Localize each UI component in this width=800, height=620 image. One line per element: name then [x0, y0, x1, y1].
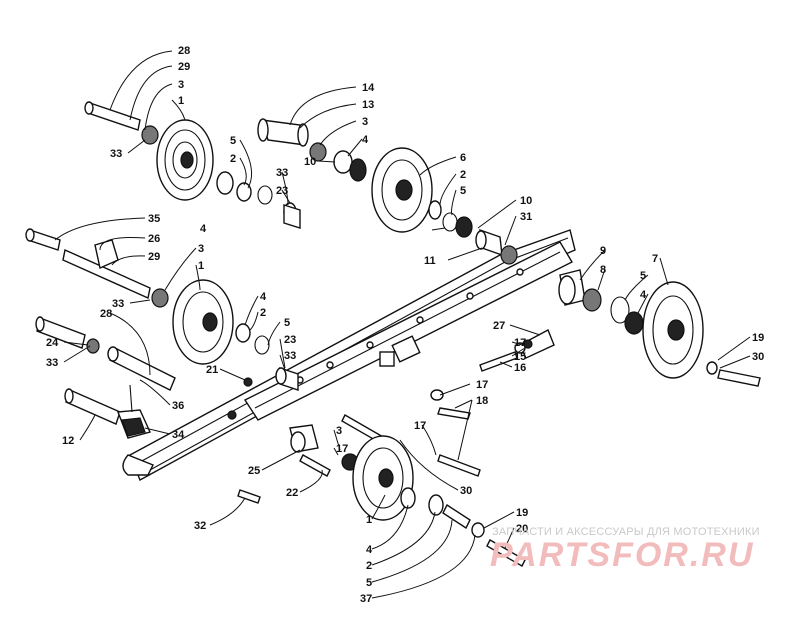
callout-label: 10 — [304, 156, 316, 168]
callout-label: 5 — [460, 185, 466, 197]
callout-label: 5 — [284, 317, 290, 329]
callout-label: 14 — [362, 82, 375, 94]
callout-label: 17 — [514, 337, 526, 349]
callout-label: 19 — [516, 507, 528, 519]
callout-label: 30 — [752, 351, 764, 363]
callout-label: 18 — [476, 395, 488, 407]
callout-label: 37 — [360, 593, 372, 605]
callout-label: 3 — [198, 243, 204, 255]
callout-label: 3 — [362, 116, 368, 128]
right-wheel-assembly — [558, 269, 761, 387]
lower-center-wheel-assembly — [237, 329, 555, 567]
callout-label: 23 — [276, 185, 288, 197]
callout-label: 22 — [286, 487, 298, 499]
callout-label: 29 — [148, 251, 160, 263]
callout-label: 8 — [600, 264, 606, 276]
callout-label: 24 — [46, 337, 59, 349]
callout-label: 34 — [172, 429, 185, 441]
callout-label: 3 — [336, 425, 342, 437]
callout-label: 5 — [640, 270, 646, 282]
callout-label: 17 — [414, 420, 426, 432]
callout-label: 16 — [514, 362, 526, 374]
callout-label: 2 — [366, 560, 372, 572]
callout-label: 9 — [600, 245, 606, 257]
callout-label: 27 — [493, 320, 505, 332]
callout-label: 31 — [520, 211, 532, 223]
callout-label: 30 — [460, 485, 472, 497]
callout-label: 2 — [260, 307, 266, 319]
callout-label: 35 — [148, 213, 160, 225]
callout-label: 29 — [178, 61, 190, 73]
callout-label: 6 — [460, 152, 466, 164]
callout-label: 15 — [514, 351, 526, 363]
callout-label: 1 — [366, 514, 372, 526]
callout-label: 28 — [100, 308, 112, 320]
callout-label: 4 — [366, 544, 373, 556]
callout-label: 19 — [752, 332, 764, 344]
callout-label: 28 — [178, 45, 190, 57]
callout-label: 1 — [178, 95, 184, 107]
callout-label: 4 — [640, 289, 647, 301]
callout-label: 4 — [200, 223, 207, 235]
callout-label: 7 — [652, 253, 658, 265]
upper-middle-wheel-assembly — [257, 118, 518, 265]
callout-label: 2 — [230, 153, 236, 165]
callout-label: 33 — [112, 298, 124, 310]
callout-label: 3 — [178, 79, 184, 91]
callout-label: 36 — [172, 400, 184, 412]
callout-label: 5 — [230, 135, 236, 147]
callout-label: 32 — [194, 520, 206, 532]
callout-label: 11 — [424, 255, 436, 267]
lower-left-parts — [35, 316, 253, 439]
callout-label: 17 — [476, 379, 488, 391]
slide-rail — [122, 229, 576, 481]
upper-left-wheel-assembly — [84, 101, 273, 205]
callout-label: 4 — [362, 134, 369, 146]
callout-label: 25 — [248, 465, 260, 477]
callout-label: 33 — [284, 350, 296, 362]
callout-label: 2 — [460, 169, 466, 181]
callout-label: 10 — [520, 195, 532, 207]
middle-left-wheel-assembly — [25, 228, 299, 391]
callout-label: 23 — [284, 334, 296, 346]
callout-label: 4 — [260, 291, 267, 303]
callout-label: 12 — [62, 435, 74, 447]
callout-label: 13 — [362, 99, 374, 111]
leader-lines — [54, 50, 751, 599]
callout-label: 21 — [206, 364, 218, 376]
watermark-caption: ЗАПЧАСТИ И АКСЕССУАРЫ ДЛЯ МОТОТЕХНИКИ — [492, 526, 760, 538]
callout-label: 17 — [336, 443, 348, 455]
callout-label: 33 — [46, 357, 58, 369]
watermark-logo: PARTSFOR.RU — [490, 536, 755, 574]
callout-label: 20 — [516, 523, 528, 535]
callout-label: 1 — [198, 260, 204, 272]
callout-label: 5 — [366, 577, 372, 589]
callout-label: 33 — [110, 148, 122, 160]
callout-label: 33 — [276, 167, 288, 179]
callout-label: 26 — [148, 233, 160, 245]
